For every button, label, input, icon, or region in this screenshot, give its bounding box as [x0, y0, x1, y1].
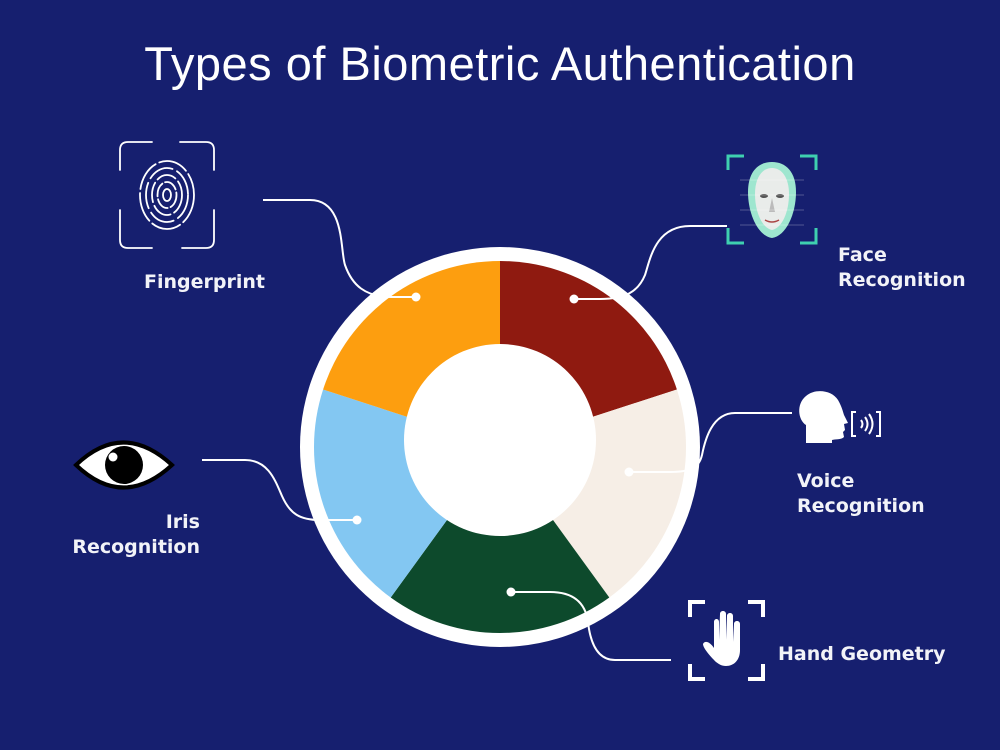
face-scan-icon: [726, 154, 818, 245]
connector-iris: [202, 459, 357, 521]
fingerprint-icon: [119, 141, 215, 249]
label-face-line1: Face: [838, 244, 887, 266]
connector-fingerprint: [263, 199, 416, 298]
page-title: Types of Biometric Authentication: [144, 37, 856, 90]
label-iris-line1: Iris: [165, 511, 200, 533]
label-voice-line1: Voice: [797, 470, 855, 492]
label-voice-recognition: Voice Recognition: [797, 469, 925, 519]
label-face-recognition: Face Recognition: [838, 243, 966, 293]
label-face-line2: Recognition: [838, 269, 966, 291]
label-iris-line2: Recognition: [72, 536, 200, 558]
voice-icon: [799, 391, 881, 443]
connector-lines: [202, 199, 792, 661]
connector-dots: [352, 292, 634, 597]
hand-scan-icon: [688, 600, 765, 681]
connector-face: [574, 225, 727, 300]
connector-hand: [511, 591, 671, 661]
connector-voice: [629, 412, 792, 473]
eye-icon: [73, 440, 175, 490]
label-voice-line2: Recognition: [797, 495, 925, 517]
label-fingerprint: Fingerprint: [144, 271, 265, 293]
label-iris-recognition: Iris Recognition: [40, 510, 200, 560]
donut-center-hole: [404, 344, 596, 536]
segment-hand-geometry: [390, 447, 610, 634]
label-hand-geometry: Hand Geometry: [778, 643, 946, 665]
